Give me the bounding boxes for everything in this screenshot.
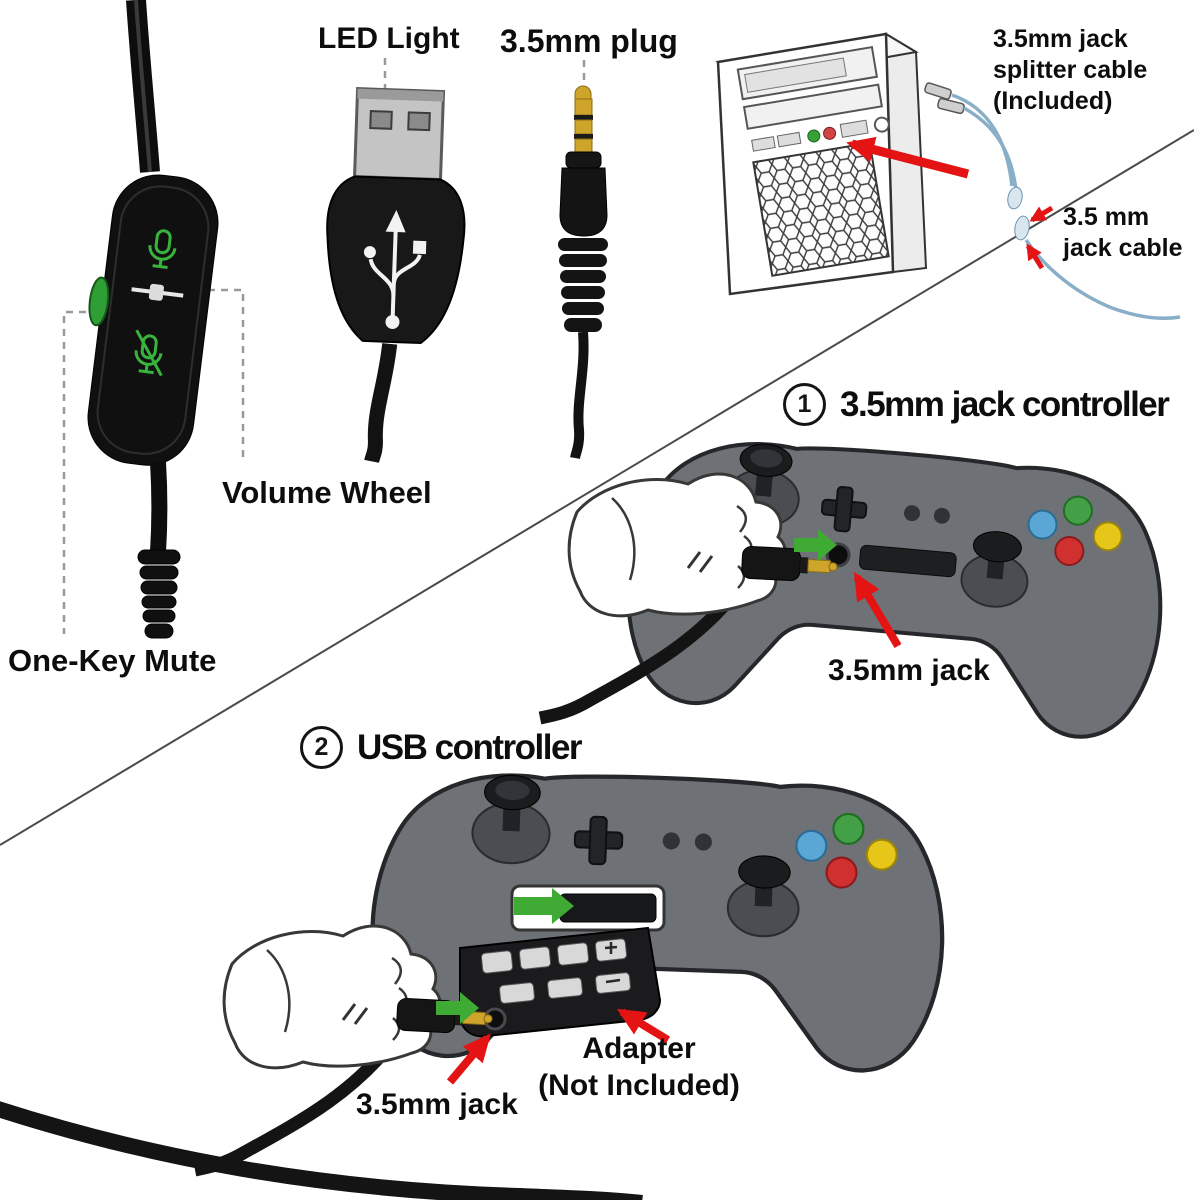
mic-muted-icon [134, 329, 163, 377]
audio-plug-illustration [558, 85, 608, 460]
mute-side-button [88, 276, 110, 327]
splitter-cable-line3: (Included) [993, 87, 1113, 115]
usb-trident-icon [363, 210, 427, 329]
green-arrow-controller1-jack [794, 529, 837, 561]
adapter-buttons [480, 938, 631, 1004]
adapter-illustration [459, 884, 666, 1038]
jack-cable-label: 3.5 mm jack cable [1063, 202, 1183, 264]
section2-number-badge: 2 [300, 726, 343, 769]
red-arrow-adapter [616, 1008, 671, 1044]
cable-strain-relief [137, 549, 181, 639]
volume-wheel-pointer-line [208, 288, 245, 460]
section1-heading: 1 3.5mm jack controller [783, 383, 1170, 426]
front-audio-ports [751, 116, 890, 152]
adapter-label-line1: Adapter [582, 1032, 696, 1065]
one-key-mute-pointer-line [62, 310, 86, 634]
volume-wheel-slot [131, 283, 184, 301]
green-arrow-adapter-jack [436, 992, 479, 1024]
splitter-cable-line2: splitter cable [993, 56, 1148, 84]
jack-cable-connector-a [1007, 186, 1023, 210]
red-arrow-to-pc-ports [846, 136, 970, 179]
adapter-label: Adapter (Not Included) [524, 1030, 754, 1104]
one-key-mute-label: One-Key Mute [8, 643, 217, 678]
plug-35mm-label: 3.5mm plug [500, 23, 678, 59]
mic-icon [148, 229, 177, 269]
controller1-jack-label: 3.5mm jack [828, 654, 990, 687]
dashed-pointer-lines [62, 58, 586, 634]
red-arrow-adapter-jack [446, 1033, 491, 1085]
red-arrow-controller1-jack [853, 571, 902, 649]
section2-heading: 2 USB controller [300, 726, 583, 769]
red-arrow-jack-cable-2 [1025, 243, 1045, 270]
section2-title: USB controller [357, 727, 583, 767]
controller2-port-slot [559, 893, 657, 923]
green-arrow-into-port [514, 888, 574, 924]
red-arrow-jack-cable-1 [1029, 205, 1054, 223]
section1-number-badge: 1 [783, 383, 826, 426]
plug-strain-relief [558, 238, 608, 332]
jack-cable-connector-b [1014, 215, 1030, 241]
adapter-label-line2: (Not Included) [538, 1069, 740, 1103]
usb-plug-illustration [326, 87, 466, 464]
led-light-label: LED Light [318, 22, 460, 55]
mesh-grill [753, 142, 889, 276]
jack-cable-line1: 3.5 mm [1063, 203, 1150, 231]
headset-cable [0, 1101, 643, 1200]
splitter-cable-line1: 3.5mm jack [993, 25, 1128, 53]
pc-tower-illustration [715, 32, 928, 296]
diagonal-divider [0, 129, 1194, 846]
splitter-cable-label: 3.5mm jack splitter cable (Included) [993, 24, 1147, 117]
volume-wheel-label: Volume Wheel [222, 475, 432, 510]
jack-cable-line2: jack cable [1063, 234, 1183, 262]
controller2-jack-label: 3.5mm jack [356, 1088, 518, 1121]
adapter-button-glyphs [604, 942, 621, 984]
volume-control-illustration [87, 0, 219, 639]
section1-title: 3.5mm jack controller [840, 384, 1170, 424]
splitter-cable-illustration [924, 82, 1181, 320]
expansion-port-slot [858, 544, 957, 578]
